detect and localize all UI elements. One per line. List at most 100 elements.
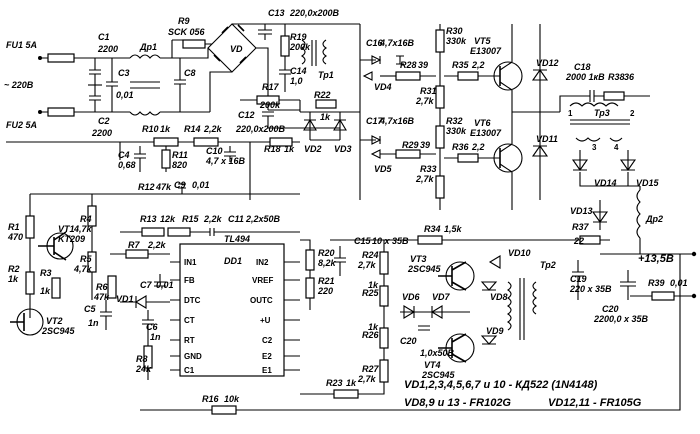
label-r8v: 24k: [135, 364, 152, 374]
label-r12v: 47k: [155, 182, 172, 192]
label-r14v: 2,2k: [203, 124, 223, 134]
pin-in1: IN1: [184, 258, 197, 267]
label-vt1v: KT209: [58, 234, 85, 244]
pin-c1: C1: [184, 366, 195, 375]
label-vt4: VT4: [424, 360, 441, 370]
label-dd1: DD1: [224, 256, 242, 266]
label-r23: R23: [326, 378, 343, 388]
label-r16: R16: [202, 394, 220, 404]
component-labels: FU1 5A FU2 5A ~ 220В C1 2200 C2 2200 C3 …: [4, 8, 688, 409]
label-c15v: 10 x 35В: [372, 236, 409, 246]
label-r11: R11: [172, 150, 188, 160]
note-diodes-fr105g: VD12,11 - FR105G: [548, 397, 642, 409]
label-r7v: 2,2k: [147, 240, 167, 250]
label-c7: C7: [140, 280, 152, 290]
label-r36: R36: [452, 142, 470, 152]
label-r24v: 2,7k: [357, 260, 377, 270]
label-r9v: SCK 056: [168, 27, 206, 37]
label-c5v: 1n: [88, 318, 99, 328]
label-r19v: 200k: [289, 42, 311, 52]
label-r22v: 1k: [320, 112, 331, 122]
label-r32v: 330k: [446, 126, 467, 136]
label-c20b: C20: [400, 336, 417, 346]
label-tl494: TL494: [224, 234, 250, 244]
label-c1v: 2200: [97, 44, 118, 54]
label-r4v: 4,7k: [73, 224, 93, 234]
label-r23v: 1k: [346, 378, 357, 388]
label-fu1: FU1 5A: [6, 40, 37, 50]
label-vt5: VT5: [474, 36, 492, 46]
label-r33v: 2,7k: [415, 174, 435, 184]
pin-vcc: +U: [260, 316, 271, 325]
label-c8: C8: [184, 68, 196, 78]
label-r32: R32: [446, 116, 463, 126]
label-r16v: 10k: [224, 394, 240, 404]
note-diodes-kd522: VD1,2,3,4,5,6,7 и 10 - КД522 (1N4148): [404, 379, 598, 391]
label-r19: R19: [290, 32, 307, 42]
label-vt3: VT3: [410, 254, 427, 264]
label-r5: R5: [80, 254, 92, 264]
label-vd7: VD7: [432, 292, 451, 302]
label-vd10: VD10: [508, 248, 531, 258]
label-vd1: VD1: [116, 294, 134, 304]
label-r36v: 2,2: [471, 142, 485, 152]
label-c6v: 1n: [150, 332, 161, 342]
input-filter: [38, 23, 269, 117]
label-r17: R17: [262, 82, 280, 92]
label-r38v: 36: [624, 72, 635, 82]
label-tp3-pin1: 1: [568, 109, 573, 118]
label-c18: C18: [574, 62, 591, 72]
label-r7: R7: [128, 240, 140, 250]
label-r25: R25: [362, 288, 380, 298]
label-r27v: 2,7k: [357, 374, 377, 384]
label-c10: C10: [206, 146, 223, 156]
label-vt2: VT2: [46, 316, 63, 326]
label-c4: C4: [118, 150, 130, 160]
label-dr2: Др2: [645, 214, 663, 224]
label-vd8: VD8: [490, 292, 508, 302]
label-r15v: 2,2k: [203, 214, 223, 224]
label-r3v: 1k: [40, 286, 51, 296]
note-diodes-fr102g: VD8,9 и 13 - FR102G: [404, 397, 511, 409]
label-r29: R29: [402, 140, 419, 150]
label-r20v: 8,2k: [318, 258, 337, 268]
label-r26: R26: [362, 330, 380, 340]
label-c16: C16: [366, 38, 384, 48]
label-c7v: 0,01: [156, 280, 174, 290]
label-c17: C17: [366, 116, 384, 126]
label-vd4: VD4: [374, 82, 392, 92]
label-r30v: 330k: [446, 36, 467, 46]
pin-ct: CT: [184, 316, 195, 325]
label-c4v: 0,68: [118, 160, 136, 170]
label-r35: R35: [452, 60, 470, 70]
label-r33: R33: [420, 164, 437, 174]
label-r21v: 220: [317, 286, 333, 296]
pin-gnd: GND: [184, 352, 202, 361]
label-tp3-pin3: 3: [592, 143, 597, 152]
label-r10v: 1k: [160, 124, 171, 134]
label-output-voltage: +13,5В: [638, 253, 674, 265]
label-c1: C1: [98, 32, 110, 42]
label-r39v: 0,01: [670, 278, 688, 288]
label-r11v: 820: [172, 160, 187, 170]
label-c3: C3: [118, 68, 130, 78]
label-dr1: Др1: [139, 42, 157, 52]
label-c5: C5: [84, 304, 96, 314]
label-r1: R1: [8, 222, 20, 232]
label-c18v: 2000 1кВ: [565, 72, 605, 82]
label-vd5: VD5: [374, 164, 393, 174]
label-vt3v: 2SC945: [407, 264, 442, 274]
label-c2v: 2200: [91, 128, 112, 138]
label-vd12: VD12: [536, 58, 559, 68]
label-c10v: 4,7 x 16В: [205, 156, 246, 166]
label-r5v: 4,7k: [73, 264, 93, 274]
label-c20bv: 1,0x50В: [420, 348, 455, 358]
label-vt4v: 2SC945: [421, 370, 456, 380]
label-r28v: 39: [418, 60, 428, 70]
label-tp3: Тр3: [594, 108, 610, 118]
label-vt1: VT1: [58, 224, 75, 234]
label-r8: R8: [136, 354, 148, 364]
label-c14: C14: [290, 66, 307, 76]
label-c2: C2: [98, 116, 110, 126]
